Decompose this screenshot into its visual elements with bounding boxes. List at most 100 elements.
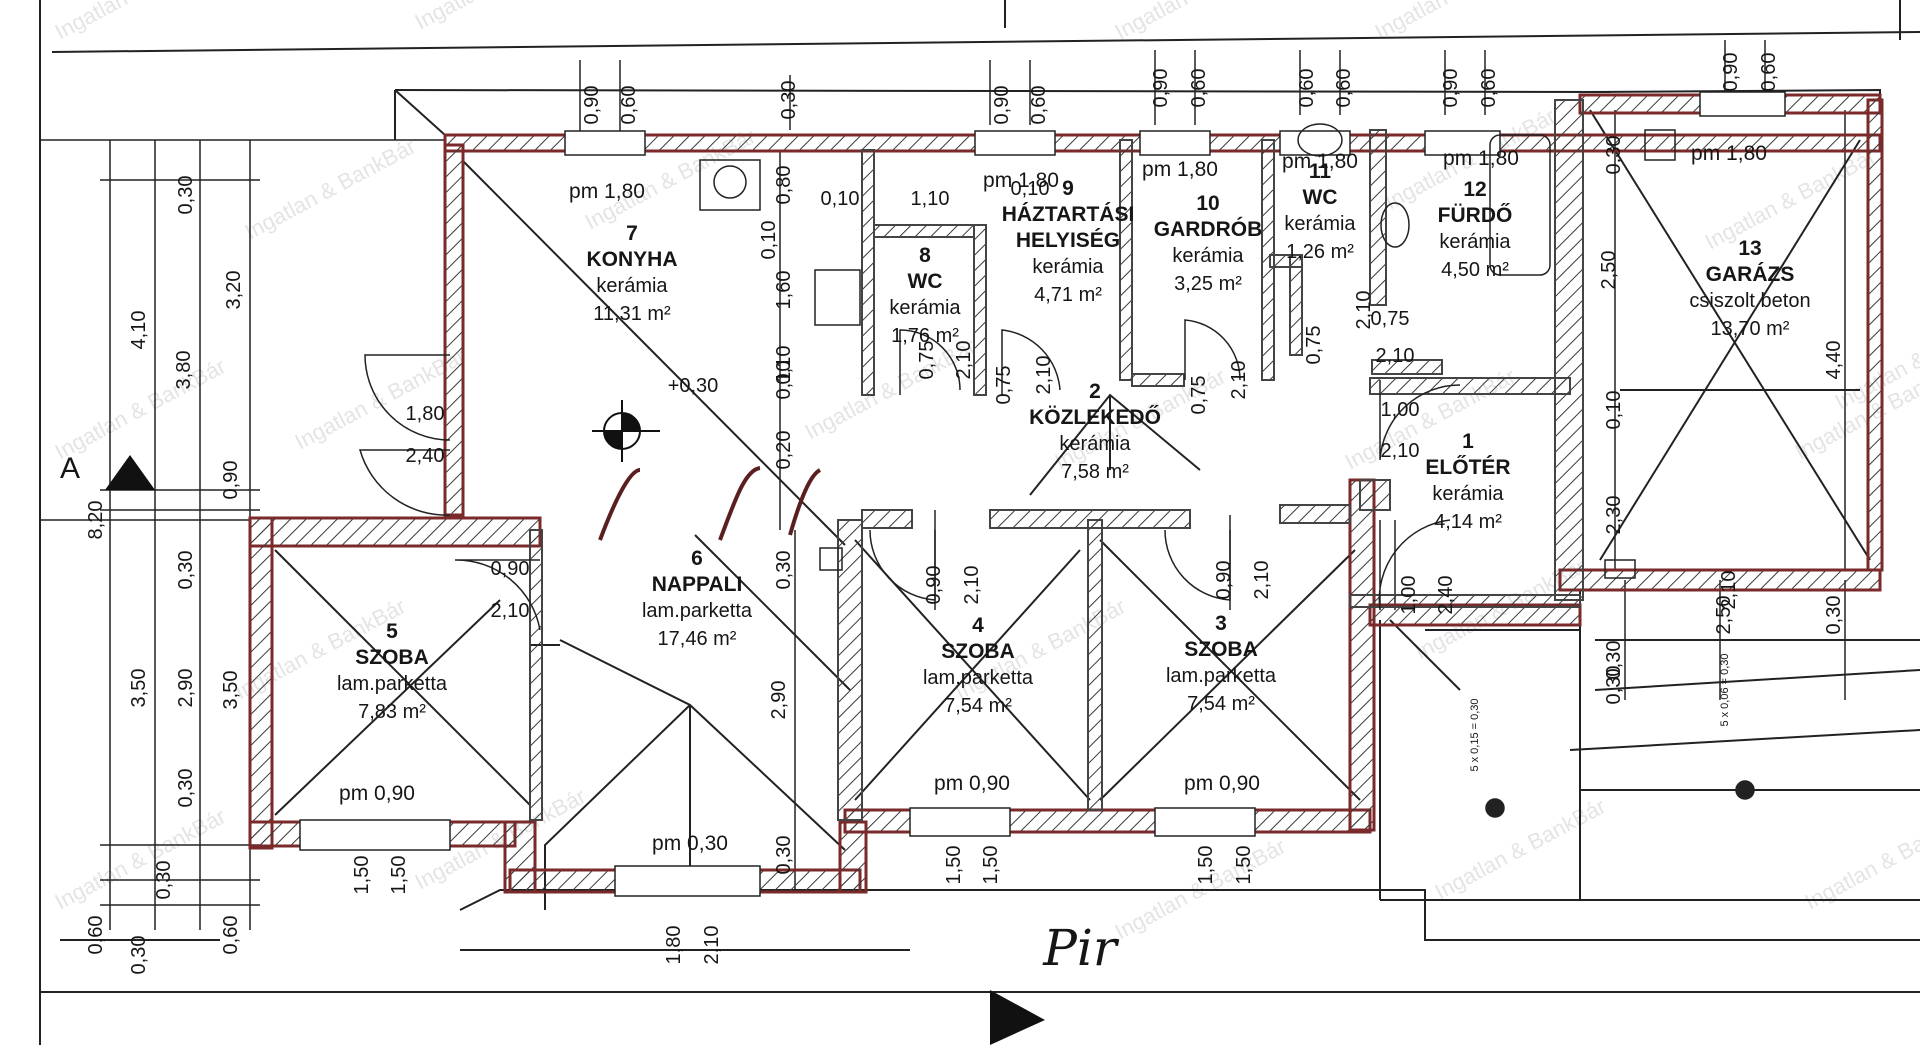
dim-left-second: 3,80 <box>173 351 195 390</box>
dim-door: 1,80 <box>406 403 445 425</box>
watermark: Ingatlan & BankBár <box>411 0 590 34</box>
dim-door: 2,10 <box>953 341 975 380</box>
dim-bottom: 1,50 <box>980 846 1002 885</box>
room-number-8: 8 <box>919 244 931 267</box>
dim-interior: 0,80 <box>773 166 795 205</box>
room-floor-13: csiszolt beton <box>1689 290 1810 312</box>
dim-garage: 2,30 <box>1603 496 1625 535</box>
room-number-11: 11 <box>1309 160 1332 183</box>
room-area-5: 7,83 m² <box>358 701 426 723</box>
room-name-11: WC <box>1303 186 1338 209</box>
dim-garage: 2,50 <box>1598 251 1620 290</box>
room-area-4: 7,54 m² <box>944 695 1012 717</box>
room-area-11: 1,26 m² <box>1286 241 1354 263</box>
room-pm-5: pm 0,90 <box>339 782 415 805</box>
room-floor-7: kerámia <box>596 275 668 297</box>
dim-bottom: 1,50 <box>351 856 373 895</box>
room-floor-2: kerámia <box>1059 433 1131 455</box>
dim-door: 2,10 <box>1228 361 1250 400</box>
room-pm-3: pm 0,90 <box>1184 772 1260 795</box>
room-floor-4: lam.parketta <box>923 667 1034 689</box>
room-floor-10: kerámia <box>1172 245 1244 267</box>
dim-top-window: 0,60 <box>1333 69 1355 108</box>
dim-top-window: 0,60 <box>1296 69 1318 108</box>
dim-garage: 0,30 <box>1823 596 1845 635</box>
windows <box>299 91 1786 897</box>
dim-garage: 0,30 <box>1603 136 1625 175</box>
dimension-labels: 0,90 0,60 0,30 0,90 0,60 0,90 0,60 0,60 0,60 0,90… <box>85 53 1845 975</box>
dim-top-window: 0,90 <box>1150 69 1172 108</box>
dim-top-window: 0,90 <box>581 86 603 125</box>
dim-left-third: 0,30 <box>153 861 175 900</box>
dim-garage: 0,30 <box>1603 666 1625 705</box>
dim-door: 2,40 <box>1435 576 1457 615</box>
room-area-7: 11,31 m² <box>593 303 671 325</box>
dim-interior: 1,60 <box>773 271 795 310</box>
dim-stair-a: 5 x 0,15 = 0,30 <box>1469 698 1481 771</box>
dim-garage: 4,40 <box>1823 341 1845 380</box>
dim-door: 0,75 <box>1188 376 1210 415</box>
dim-door: 0,75 <box>1371 308 1410 330</box>
dim-interior: 0,30 <box>773 551 795 590</box>
dim-bottom: 1,50 <box>943 846 965 885</box>
room-name-5: SZOBA <box>355 646 429 669</box>
room-pm-6: pm 0,30 <box>652 832 728 855</box>
dim-garage: 2,10 <box>1718 571 1740 610</box>
room-area-9: 4,71 m² <box>1034 284 1102 306</box>
room-number-1: 1 <box>1462 430 1474 453</box>
dim-garage: 0,10 <box>1603 391 1625 430</box>
dim-top-window: 0,90 <box>1440 69 1462 108</box>
room-area-2: 7,58 m² <box>1061 461 1129 483</box>
dim-door: 2,10 <box>961 566 983 605</box>
watermark: Ingatlan & BankBár <box>241 133 420 244</box>
dim-interior: 0,10 <box>758 221 780 260</box>
dim-bottom: 1,50 <box>1233 846 1255 885</box>
dim-left-fourth: 3,20 <box>223 271 245 310</box>
dim-left-fourth: 3,50 <box>220 671 242 710</box>
room-area-1: 4,14 m² <box>1434 511 1502 533</box>
dim-left-fourth: 0,60 <box>220 916 242 955</box>
room-floor-5: lam.parketta <box>337 673 448 695</box>
dim-top-window: 0,60 <box>618 86 640 125</box>
room-floor-8: kerámia <box>889 297 961 319</box>
dim-door: 2,10 <box>1251 561 1273 600</box>
dim-door: 0,90 <box>923 566 945 605</box>
room-number-7: 7 <box>626 222 638 245</box>
dim-door: 0,75 <box>916 341 938 380</box>
level-mark: +0,30 <box>668 375 719 397</box>
room-pm-13: pm 1,80 <box>1691 142 1767 165</box>
dim-interior: 0,30 <box>773 836 795 875</box>
dim-bottom: 1,80 <box>663 926 685 965</box>
room-floor-12: kerámia <box>1439 231 1511 253</box>
dim-left-second: 3,50 <box>128 669 150 708</box>
dim-top-window: 0,60 <box>1478 69 1500 108</box>
room-name-8: WC <box>908 270 943 293</box>
room-floor-3: lam.parketta <box>1166 665 1277 687</box>
watermark: Ingatlan & BankBár <box>1111 0 1290 44</box>
dim-left-second: 0,30 <box>128 936 150 975</box>
room-number-13: 13 <box>1738 237 1761 260</box>
room-name-9: HÁZTARTÁSI <box>1002 203 1135 226</box>
room-number-4: 4 <box>972 614 984 637</box>
watermark: Ingatlan & BankBár <box>51 0 230 44</box>
room-number-6: 6 <box>691 547 703 570</box>
room-pm-9: pm 1,80 <box>983 169 1059 192</box>
room-area-10: 3,25 m² <box>1174 273 1242 295</box>
watermark: Ingatlan & BankBár <box>51 803 230 914</box>
dim-top-window: 0,60 <box>1758 53 1780 92</box>
room-pm-4: pm 0,90 <box>934 772 1010 795</box>
dim-door: 1,00 <box>1398 576 1420 615</box>
room-floor-6: lam.parketta <box>642 600 753 622</box>
dim-door: 0,90 <box>1213 561 1235 600</box>
dim-door: 0,75 <box>993 366 1015 405</box>
sheet-frame <box>39 0 1920 1045</box>
room-name-1: ELŐTÉR <box>1425 456 1510 479</box>
room-name-12: FÜRDŐ <box>1438 204 1513 227</box>
fixtures <box>699 123 1755 818</box>
room-number-2: 2 <box>1089 380 1101 403</box>
watermark: Ingatlan & BankBár <box>291 343 470 454</box>
annotations <box>105 400 1045 1045</box>
section-marker-label: A <box>60 452 80 485</box>
